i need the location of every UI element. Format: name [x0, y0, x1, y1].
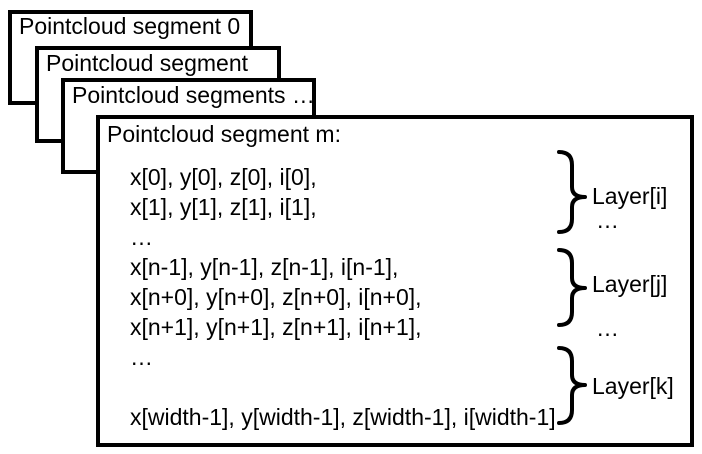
data-line: x[0], y[0], z[0], i[0], [130, 164, 317, 190]
layer-k-brace-icon [557, 346, 587, 425]
point-data-lines: x[0], y[0], z[0], i[0], x[1], y[1], z[1]… [130, 162, 556, 432]
layer-j-label: Layer[j] [592, 271, 668, 297]
segment-0-title: Pointcloud segment 0 [19, 13, 241, 39]
layer-i-brace-icon [557, 150, 587, 234]
data-line: x[width-1], y[width-1], z[width-1], i[wi… [130, 404, 556, 430]
layer-k-label: Layer[k] [592, 373, 674, 399]
data-line: x[n-1], y[n-1], z[n-1], i[n-1], [130, 254, 399, 280]
segment-1-title: Pointcloud segment [46, 50, 249, 76]
segments-ellipsis-title: Pointcloud segments … [72, 82, 315, 108]
layer-i-ellipsis: … [596, 207, 619, 233]
segment-m-title: Pointcloud segment m: [107, 121, 341, 147]
layer-j-brace-icon [557, 248, 587, 327]
data-line-blank [130, 372, 556, 402]
data-line: x[1], y[1], z[1], i[1], [130, 194, 317, 220]
data-line: x[n+0], y[n+0], z[n+0], i[n+0], [130, 284, 422, 310]
layer-i-label: Layer[i] [592, 183, 668, 209]
data-line: x[n+1], y[n+1], z[n+1], i[n+1], [130, 314, 422, 340]
pointcloud-segment-m-box [96, 115, 694, 447]
data-line-ellipsis: … [130, 344, 153, 370]
data-line-ellipsis: … [130, 224, 153, 250]
layer-j-ellipsis: … [596, 315, 619, 341]
